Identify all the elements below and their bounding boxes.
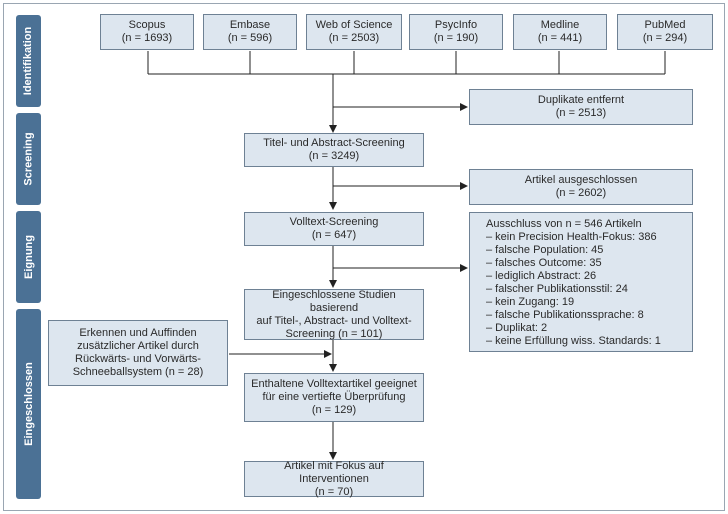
source-web-of-science: Web of Science (n = 2503) <box>306 14 402 50</box>
exclusion-reason-item: – lediglich Abstract: 26 <box>486 270 597 282</box>
exclusion-reason-item: – Duplikat: 2 <box>486 322 548 334</box>
exclusion-reason-item: – keine Erfüllung wiss. Standards: 1 <box>486 335 661 347</box>
exclusion-reason-item: – falsche Population: 45 <box>486 244 604 256</box>
box-deep-review: Enthaltene Volltextartikel geeignet für … <box>244 373 424 422</box>
stage-eligibility: Eignung <box>16 211 41 303</box>
exclusion-reasons-title: Ausschluss von n = 546 Artikeln <box>486 218 642 230</box>
exclusion-reason-item: – falscher Publikationsstil: 24 <box>486 283 628 295</box>
diagram-frame <box>3 3 725 511</box>
stage-included: Eingeschlossen <box>16 309 41 499</box>
stage-screening: Screening <box>16 113 41 205</box>
box-exclusion-reasons: Ausschluss von n = 546 Artikeln – kein P… <box>469 212 693 352</box>
box-included-studies: Eingeschlossene Studien basierend auf Ti… <box>244 289 424 340</box>
source-medline: Medline (n = 441) <box>513 14 607 50</box>
box-snowball-search: Erkennen und Auffinden zusätzlicher Arti… <box>48 320 228 386</box>
source-pubmed: PubMed (n = 294) <box>617 14 713 50</box>
exclusion-reason-item: – kein Zugang: 19 <box>486 296 575 308</box>
box-fulltext-screening: Volltext-Screening (n = 647) <box>244 212 424 246</box>
source-embase: Embase (n = 596) <box>203 14 297 50</box>
box-title-abstract-screening: Titel- und Abstract-Screening (n = 3249) <box>244 133 424 167</box>
box-duplicates-removed: Duplikate entfernt (n = 2513) <box>469 89 693 125</box>
source-psycinfo: PsycInfo (n = 190) <box>409 14 503 50</box>
box-intervention-articles: Artikel mit Fokus auf Interventionen (n … <box>244 460 424 498</box>
source-scopus: Scopus (n = 1693) <box>100 14 194 50</box>
exclusion-reason-item: – kein Precision Health-Fokus: 386 <box>486 231 657 243</box>
exclusion-reason-item: – falsches Outcome: 35 <box>486 257 602 269</box>
stage-identification: Identifikation <box>16 15 41 107</box>
exclusion-reason-item: – falsche Publikationssprache: 8 <box>486 309 644 321</box>
box-articles-excluded: Artikel ausgeschlossen (n = 2602) <box>469 169 693 205</box>
